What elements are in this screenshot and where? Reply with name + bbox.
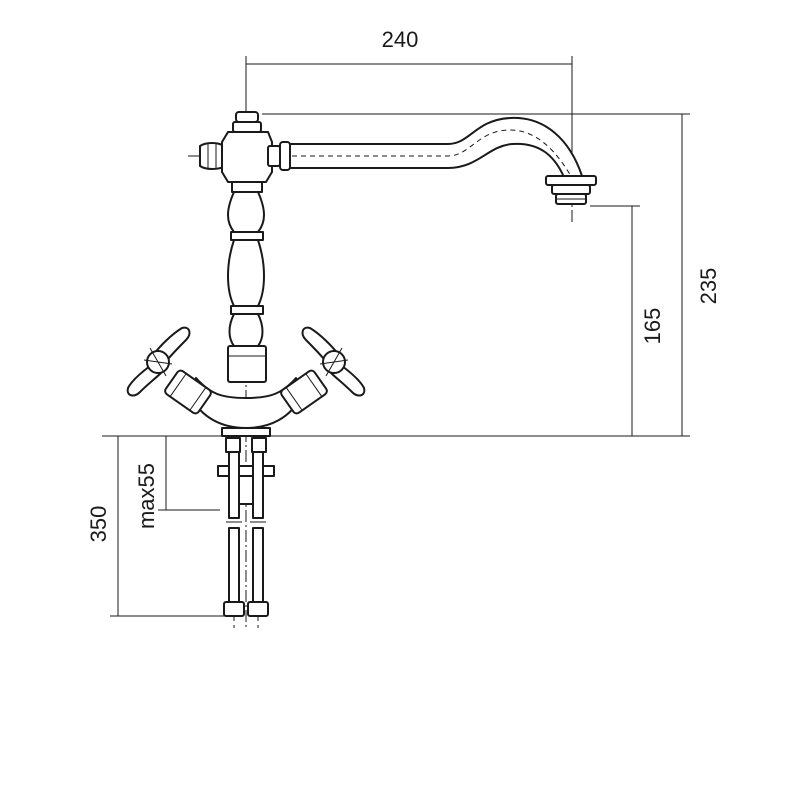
reach-label: 240 bbox=[382, 27, 419, 52]
left-hose-lower bbox=[228, 527, 240, 603]
column-bulb-lower bbox=[228, 313, 264, 347]
top-cap-ring bbox=[232, 121, 262, 133]
left-hose-upper bbox=[228, 451, 240, 519]
head-block bbox=[221, 131, 273, 183]
column-bulb-upper bbox=[227, 191, 265, 233]
spout bbox=[289, 116, 597, 205]
aerator-ring-top bbox=[545, 175, 597, 186]
left-cross-arm-down bbox=[126, 365, 163, 397]
total-height-label: 235 bbox=[696, 268, 721, 305]
right-hose-nut bbox=[251, 437, 267, 453]
column-ring-1 bbox=[230, 231, 264, 241]
right-valve-line-2 bbox=[305, 373, 323, 397]
deck-thickness-label: max55 bbox=[134, 463, 159, 529]
hose-length-label: 350 bbox=[86, 506, 111, 543]
under-deck-assembly bbox=[217, 437, 275, 628]
right-cross-arm-down bbox=[329, 365, 366, 397]
dimension-lines bbox=[102, 56, 690, 617]
right-hose-lower bbox=[252, 527, 264, 603]
spout-collar-ring bbox=[279, 141, 291, 171]
spout-body bbox=[289, 116, 583, 183]
left-valve bbox=[164, 369, 212, 415]
right-cross-hub-lines bbox=[319, 347, 349, 377]
spout-collar bbox=[267, 145, 281, 167]
column-bulb-middle bbox=[227, 239, 265, 307]
column-ring-2 bbox=[230, 305, 264, 315]
fixing-washer bbox=[217, 465, 275, 477]
left-cross-handle bbox=[126, 326, 191, 397]
right-valve bbox=[280, 369, 328, 415]
right-valve-line-1 bbox=[285, 387, 303, 411]
fixing-nut bbox=[237, 475, 255, 505]
left-hose-nut bbox=[225, 437, 241, 453]
mixer-body bbox=[126, 326, 366, 437]
right-hose-upper bbox=[252, 451, 264, 519]
column-base-block bbox=[227, 345, 267, 383]
dimension-labels: 240 235 165 350 max55 bbox=[86, 27, 721, 542]
column-neck-top bbox=[231, 181, 263, 193]
left-valve-body bbox=[164, 369, 212, 415]
right-cross-handle bbox=[301, 326, 366, 397]
left-valve-line-2 bbox=[189, 387, 207, 411]
top-cap bbox=[235, 111, 259, 123]
aerator-ring-mid bbox=[551, 184, 591, 195]
right-valve-body bbox=[280, 369, 328, 415]
left-hose-fitting bbox=[223, 601, 245, 617]
deck-flange bbox=[221, 427, 271, 437]
left-cross-hub-lines bbox=[143, 347, 173, 377]
faucet-head bbox=[221, 111, 291, 183]
left-valve-line-1 bbox=[169, 373, 187, 397]
body-column bbox=[227, 181, 267, 383]
spout-height-label: 165 bbox=[640, 308, 665, 345]
right-hose-fitting bbox=[247, 601, 269, 617]
